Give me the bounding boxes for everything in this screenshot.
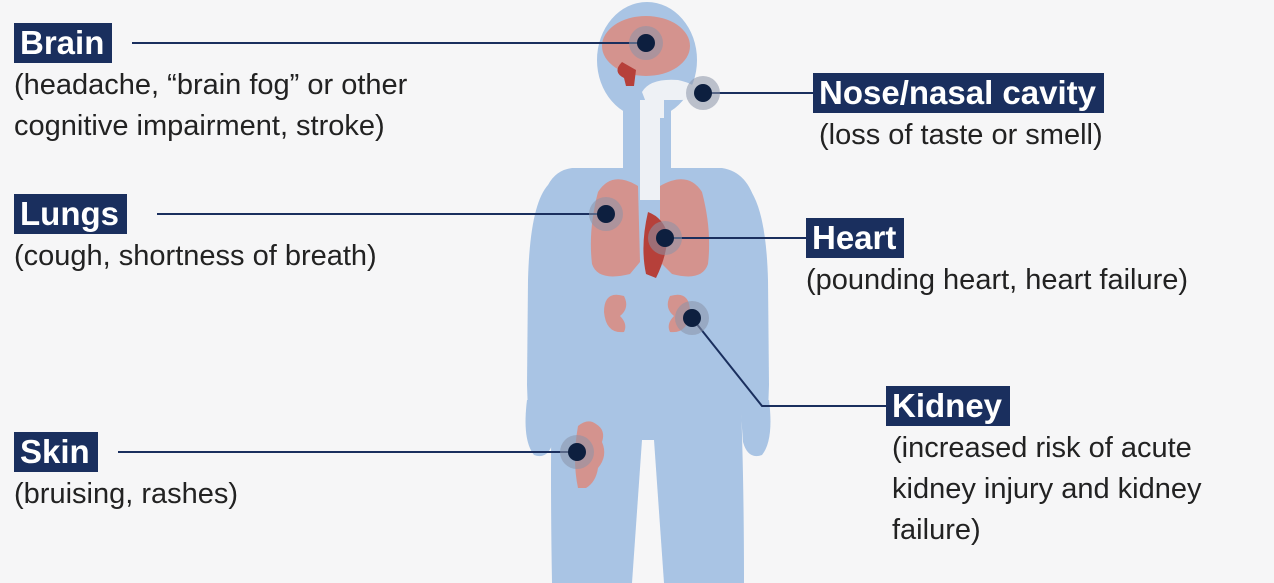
kidney-description-line: (increased risk of acute xyxy=(892,428,1202,469)
nose-description-line: (loss of taste or smell) xyxy=(819,115,1104,156)
heart-description-line: (pounding heart, heart failure) xyxy=(806,260,1188,301)
kidney-description-line: failure) xyxy=(892,510,1202,551)
brain-description: (headache, “brain fog” or other cognitiv… xyxy=(14,65,407,147)
kidney-description-line: kidney injury and kidney xyxy=(892,469,1202,510)
skin-callout: Skin (bruising, rashes) xyxy=(14,432,238,515)
lungs-marker xyxy=(589,197,623,231)
nose-label: Nose/nasal cavity xyxy=(813,73,1104,113)
heart-marker xyxy=(648,221,682,255)
skin-marker xyxy=(560,435,594,469)
kidney-marker xyxy=(675,301,709,335)
trachea xyxy=(640,100,660,200)
brain-description-line: (headache, “brain fog” or other xyxy=(14,65,407,106)
kidney-label: Kidney xyxy=(886,386,1010,426)
skin-description-line: (bruising, rashes) xyxy=(14,474,238,515)
kidney-description: (increased risk of acute kidney injury a… xyxy=(886,428,1202,551)
heart-callout: Heart (pounding heart, heart failure) xyxy=(806,218,1188,301)
nose-description: (loss of taste or smell) xyxy=(813,115,1104,156)
skin-label: Skin xyxy=(14,432,98,472)
kidney-callout: Kidney (increased risk of acute kidney i… xyxy=(886,386,1202,551)
nose-callout: Nose/nasal cavity (loss of taste or smel… xyxy=(813,73,1104,156)
right-hand xyxy=(740,400,770,456)
brain-description-line: cognitive impairment, stroke) xyxy=(14,106,407,147)
lungs-callout: Lungs (cough, shortness of breath) xyxy=(14,194,377,277)
lungs-label: Lungs xyxy=(14,194,127,234)
nose-marker xyxy=(686,76,720,110)
heart-label: Heart xyxy=(806,218,904,258)
lungs-description: (cough, shortness of breath) xyxy=(14,236,377,277)
lungs-description-line: (cough, shortness of breath) xyxy=(14,236,377,277)
skin-description: (bruising, rashes) xyxy=(14,474,238,515)
brain-label: Brain xyxy=(14,23,112,63)
brain-callout: Brain (headache, “brain fog” or other co… xyxy=(14,23,407,147)
brain-marker xyxy=(629,26,663,60)
heart-description: (pounding heart, heart failure) xyxy=(806,260,1188,301)
